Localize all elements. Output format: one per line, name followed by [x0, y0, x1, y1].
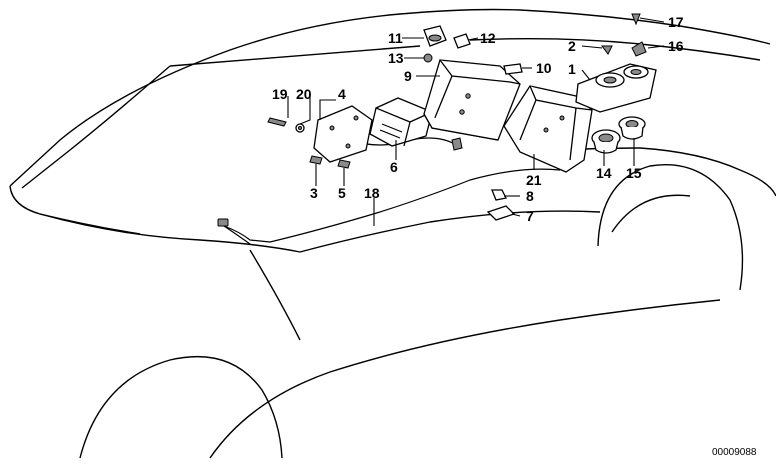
callout-labels: 11 12 13 10 9 2 16 17 1 19 20 4 6 3 5 18… — [272, 14, 684, 224]
callout-9: 9 — [404, 68, 412, 84]
callout-19: 19 — [272, 86, 288, 102]
reference-number: 00009088 — [712, 447, 757, 458]
harness-connector — [451, 137, 463, 151]
rear-speaker-box — [575, 63, 657, 113]
bolt-19 — [267, 117, 287, 127]
speaker-14 — [591, 129, 621, 154]
callout-7: 7 — [526, 208, 534, 224]
callout-8: 8 — [526, 188, 534, 204]
connector-10 — [503, 63, 523, 75]
callout-11: 11 — [388, 30, 403, 46]
nut-8 — [491, 189, 507, 201]
callout-15: 15 — [626, 165, 642, 181]
callout-17: 17 — [668, 14, 684, 30]
callout-10: 10 — [536, 60, 552, 76]
callout-6: 6 — [390, 159, 398, 175]
speaker-15 — [618, 116, 646, 140]
callout-5: 5 — [338, 185, 346, 201]
wiring-harness — [217, 137, 561, 245]
callout-12: 12 — [480, 30, 496, 46]
callout-1: 1 — [568, 61, 576, 77]
clip — [453, 33, 471, 49]
nut-13 — [423, 53, 433, 63]
screw-2 — [601, 45, 613, 55]
screw-17 — [631, 13, 641, 26]
speaker-bracket — [503, 85, 593, 173]
callout-4: 4 — [338, 86, 346, 102]
cap-16 — [631, 41, 647, 57]
callout-18: 18 — [364, 185, 380, 201]
bracket-7 — [486, 205, 516, 221]
callout-14: 14 — [596, 165, 612, 181]
callout-13: 13 — [388, 50, 404, 66]
washer — [295, 123, 305, 133]
bolt-5 — [337, 159, 351, 169]
leader-lines — [287, 17, 665, 226]
car-body-outline — [9, 8, 776, 459]
tweeter — [423, 25, 447, 47]
amplifier-plate — [313, 105, 373, 163]
callout-3: 3 — [310, 185, 318, 201]
callout-20: 20 — [296, 86, 312, 102]
bolt-3 — [309, 155, 323, 165]
callout-21: 21 — [526, 172, 542, 188]
amplifier-box — [423, 59, 521, 141]
callout-16: 16 — [668, 38, 684, 54]
callout-2: 2 — [568, 38, 576, 54]
